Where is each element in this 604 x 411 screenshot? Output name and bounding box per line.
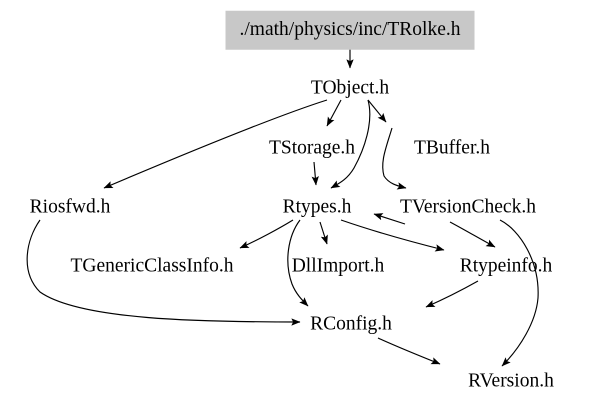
node-root[interactable]: ./math/physics/inc/TRolke.h	[225, 10, 475, 50]
node-tbuffer[interactable]: TBuffer.h	[413, 137, 491, 159]
node-rconfig[interactable]: RConfig.h	[310, 313, 392, 335]
edge-tobject-to-rtypes	[330, 99, 371, 189]
node-riosfwd[interactable]: Riosfwd.h	[29, 196, 111, 218]
edge-rtypes-to-rconfig	[287, 219, 309, 307]
node-rtypes[interactable]: Rtypes.h	[282, 196, 352, 218]
edge-tbuffer-to-tversioncheck	[382, 127, 407, 190]
edge-tobject-to-tstorage	[326, 99, 342, 127]
node-tversioncheck[interactable]: TVersionCheck.h	[400, 196, 536, 218]
edge-tobject-to-tbuffer	[367, 99, 387, 123]
edge-group	[26, 47, 539, 367]
edge-tversioncheck-to-rtypes	[373, 213, 406, 225]
edge-tversioncheck-to-rversion	[499, 219, 539, 367]
node-tgenericclassinfo[interactable]: TGenericClassInfo.h	[70, 255, 234, 277]
edge-tversioncheck-to-rtypeinfo	[449, 221, 496, 248]
edge-rtypeinfo-to-rconfig	[425, 280, 479, 308]
edge-rtypes-to-tgenericclassinfo	[239, 219, 294, 249]
edge-rconfig-to-rversion	[377, 337, 441, 365]
node-rversion[interactable]: RVersion.h	[468, 370, 554, 392]
edge-tstorage-to-rtypes	[311, 161, 319, 186]
edge-riosfwd-to-rconfig	[26, 219, 301, 326]
edge-rtypes-to-dllimport	[319, 221, 328, 245]
node-tstorage[interactable]: TStorage.h	[268, 137, 356, 159]
node-dllimport[interactable]: DllImport.h	[291, 255, 385, 277]
node-rtypeinfo[interactable]: Rtypeinfo.h	[459, 255, 553, 277]
node-tobject[interactable]: TObject.h	[310, 77, 390, 99]
edge-rtypes-to-rtypeinfo	[340, 219, 445, 252]
edge-tobject-to-riosfwd	[103, 99, 328, 189]
